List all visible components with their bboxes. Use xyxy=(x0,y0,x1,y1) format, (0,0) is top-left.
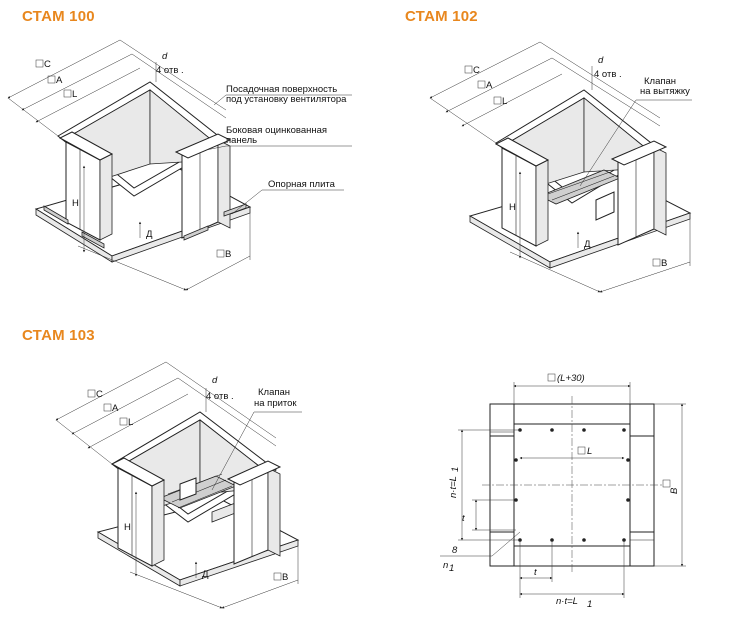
dim-l-plan: L xyxy=(587,446,592,457)
holes-103: 4 отв . xyxy=(206,391,234,402)
label-valve-in-1: Клапан xyxy=(258,387,290,398)
label-valve-out-1: Клапан xyxy=(644,76,676,87)
dim-nl1-horizontal: n·t=L xyxy=(556,596,578,607)
plan-view-drawing: (L+30) L B n·t=L 1 t n·t=L 1 t 8 n 1 xyxy=(440,373,686,610)
label-valve-in-2: на приток xyxy=(254,398,297,409)
dim-c-100: C xyxy=(44,59,51,70)
dim-8: 8 xyxy=(452,545,458,556)
dim-t-horizontal: t xyxy=(534,567,537,578)
label-side-1-100: Боковая оцинкованная xyxy=(226,125,327,136)
stam-100-drawing: C A L B H Д d 4 отв . Посадочная поверхн… xyxy=(7,39,352,291)
dim-c-102: C xyxy=(473,65,480,76)
dim-t-vertical: t xyxy=(462,513,465,524)
title-stam-103: СТАМ 103 xyxy=(22,327,95,344)
label-base-100: Опорная плита xyxy=(268,179,336,190)
title-stam-100: СТАМ 100 xyxy=(22,8,95,25)
exhaust-valve xyxy=(539,169,621,221)
holes-100: 4 отв . xyxy=(156,65,184,76)
dim-a-100: A xyxy=(56,75,63,86)
dim-nl1-vertical-sub: 1 xyxy=(450,467,461,472)
holes-102: 4 отв . xyxy=(594,69,622,80)
label-landing-2-100: под установку вентилятора xyxy=(226,94,347,105)
dim-a-102: A xyxy=(486,80,493,91)
dim-l30-plan: (L+30) xyxy=(557,373,585,384)
dim-n1: n xyxy=(443,560,448,571)
hole-d-103: d xyxy=(212,375,218,386)
bolt-holes xyxy=(514,428,630,542)
label-side-2-100: панель xyxy=(226,135,257,146)
dim-b-102: B xyxy=(661,258,667,269)
dim-d-102: Д xyxy=(584,239,591,250)
dim-h-102: H xyxy=(509,202,516,213)
supply-valve xyxy=(159,473,239,523)
dim-d-100: Д xyxy=(146,229,153,240)
dim-nl1-vertical: n·t=L xyxy=(448,476,459,498)
dim-l-103: L xyxy=(128,417,133,428)
dim-l-100: L xyxy=(72,89,77,100)
dim-h-100: H xyxy=(72,198,79,209)
dim-b-plan: B xyxy=(669,487,680,494)
dim-nl1-horizontal-sub: 1 xyxy=(587,599,592,610)
hole-d-100: d xyxy=(162,51,168,62)
dim-b-103: B xyxy=(282,572,288,583)
title-stam-102: СТАМ 102 xyxy=(405,8,478,25)
stam-103-drawing: C A L B H Д d 4 отв . Клапан на приток xyxy=(55,361,302,609)
dim-d-103: Д xyxy=(202,569,209,580)
stam-102-drawing: C A L B H Д d 4 отв . Клапан на вытяжку xyxy=(429,41,692,293)
dim-a-103: A xyxy=(112,403,119,414)
dim-h-103: H xyxy=(124,522,131,533)
label-landing-1-100: Посадочная поверхность xyxy=(226,84,337,95)
dim-n1-sub: 1 xyxy=(449,563,454,574)
dim-b-100: B xyxy=(225,249,231,260)
label-valve-out-2: на вытяжку xyxy=(640,86,690,97)
dim-l-102: L xyxy=(502,96,507,107)
hole-d-102: d xyxy=(598,55,604,66)
dim-c-103: C xyxy=(96,389,103,400)
